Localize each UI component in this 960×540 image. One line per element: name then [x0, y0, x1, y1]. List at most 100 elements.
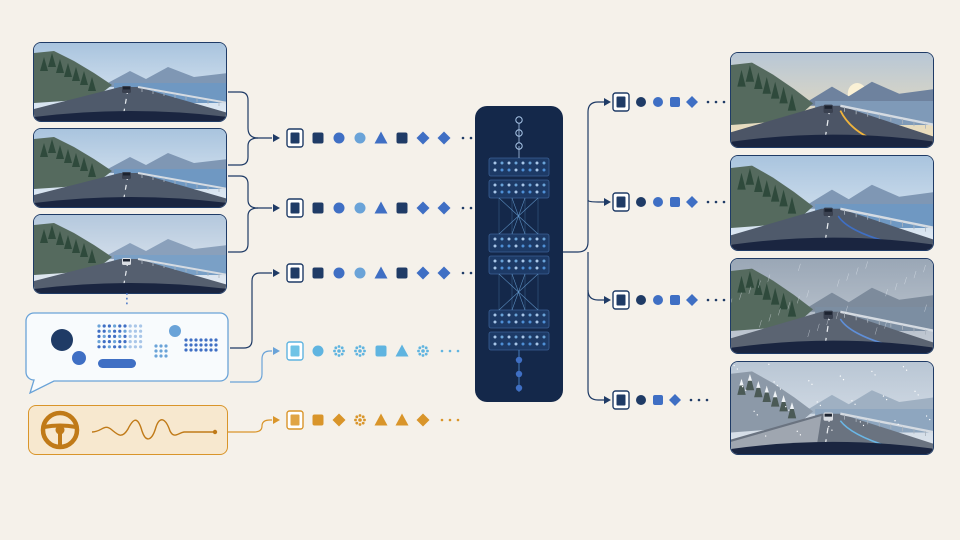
diamond-token — [437, 131, 451, 145]
square-token — [396, 132, 408, 144]
output-token-row-2 — [612, 192, 726, 212]
input-frame-2 — [33, 128, 227, 208]
circle-token — [333, 132, 345, 144]
ellipsis-dot — [440, 418, 444, 422]
triangle-token — [395, 344, 409, 357]
text-token-row — [286, 341, 460, 361]
ellipsis-dot — [461, 271, 465, 275]
square-token — [653, 395, 663, 405]
action-token-row — [286, 410, 460, 430]
frame-token-icon — [286, 341, 304, 361]
diamond-token — [416, 413, 430, 427]
diamond-token — [669, 394, 681, 406]
ellipsis-dot — [448, 349, 452, 353]
circle-token — [354, 267, 366, 279]
gear-token — [354, 345, 366, 357]
frame-token-icon — [286, 128, 304, 148]
square-token — [670, 197, 680, 207]
frame-token-row-3 — [286, 263, 481, 283]
frame-token-icon — [286, 263, 304, 283]
world-model-block — [475, 106, 563, 402]
ellipsis-dot — [448, 418, 452, 422]
ellipsis-dot — [440, 349, 444, 353]
output-frame-sunset — [730, 52, 934, 148]
diamond-token — [686, 96, 698, 108]
diamond-token — [332, 413, 346, 427]
ellipsis-dot — [722, 200, 726, 204]
speech-bubble-icon — [51, 324, 218, 368]
triangle-token — [395, 413, 409, 426]
ellipsis-dot — [714, 100, 718, 104]
square-token — [312, 202, 324, 214]
ellipsis-dot — [689, 398, 693, 402]
ellipsis-dot — [469, 206, 473, 210]
frame-token-icon — [612, 192, 630, 212]
frame-token-icon — [612, 92, 630, 112]
ellipsis-dot — [706, 100, 710, 104]
square-token — [396, 267, 408, 279]
frame-token-icon — [286, 410, 304, 430]
ellipsis-dot — [706, 298, 710, 302]
triangle-token — [374, 413, 388, 426]
output-token-row-1 — [612, 92, 726, 112]
diamond-token — [416, 131, 430, 145]
circle-token — [636, 395, 646, 405]
gear-token — [333, 345, 345, 357]
neural-network-icon — [488, 116, 550, 392]
ellipsis-dot — [714, 200, 718, 204]
circle-token — [653, 197, 663, 207]
triangle-token — [374, 201, 388, 214]
diamond-token — [416, 266, 430, 280]
ellipsis-dot — [461, 206, 465, 210]
gear-token — [417, 345, 429, 357]
ellipsis-dot — [722, 100, 726, 104]
square-token — [375, 345, 387, 357]
input-frame-1 — [33, 42, 227, 122]
circle-token — [333, 202, 345, 214]
input-token-rows — [286, 128, 481, 430]
square-token — [670, 97, 680, 107]
diamond-token — [686, 294, 698, 306]
circle-token — [333, 267, 345, 279]
gear-token — [354, 414, 366, 426]
ellipsis-dot — [705, 398, 709, 402]
ellipsis-dot — [456, 349, 460, 353]
circle-token — [312, 345, 324, 357]
output-token-row-4 — [612, 390, 709, 410]
output-frame-snow — [730, 361, 934, 455]
output-token-row-3 — [612, 290, 726, 310]
ellipsis: ⋮ — [120, 291, 134, 307]
diamond-token — [416, 201, 430, 215]
text-condition-panel — [24, 312, 230, 394]
ellipsis-dot — [461, 136, 465, 140]
circle-token — [653, 295, 663, 305]
output-frame-rain — [730, 258, 934, 354]
triangle-token — [374, 266, 388, 279]
square-token — [312, 132, 324, 144]
square-token — [312, 267, 324, 279]
square-token — [396, 202, 408, 214]
output-frame-clear — [730, 155, 934, 251]
diamond-token — [437, 266, 451, 280]
input-frame-3 — [33, 214, 227, 294]
square-token — [670, 295, 680, 305]
diamond-token — [437, 201, 451, 215]
diamond-token — [686, 196, 698, 208]
waveform-icon — [91, 419, 218, 440]
frame-token-icon — [612, 290, 630, 310]
frame-token-icon — [612, 390, 630, 410]
ellipsis-dot — [469, 136, 473, 140]
ellipsis-dot — [456, 418, 460, 422]
ellipsis-dot — [469, 271, 473, 275]
ellipsis-dot — [697, 398, 701, 402]
ellipsis-dot — [706, 200, 710, 204]
circle-token — [354, 202, 366, 214]
circle-token — [653, 97, 663, 107]
ellipsis-dot — [714, 298, 718, 302]
circle-token — [354, 132, 366, 144]
frame-token-row-2 — [286, 198, 481, 218]
square-token — [312, 414, 324, 426]
triangle-token — [374, 131, 388, 144]
circle-token — [636, 197, 646, 207]
action-condition-panel — [28, 405, 228, 455]
